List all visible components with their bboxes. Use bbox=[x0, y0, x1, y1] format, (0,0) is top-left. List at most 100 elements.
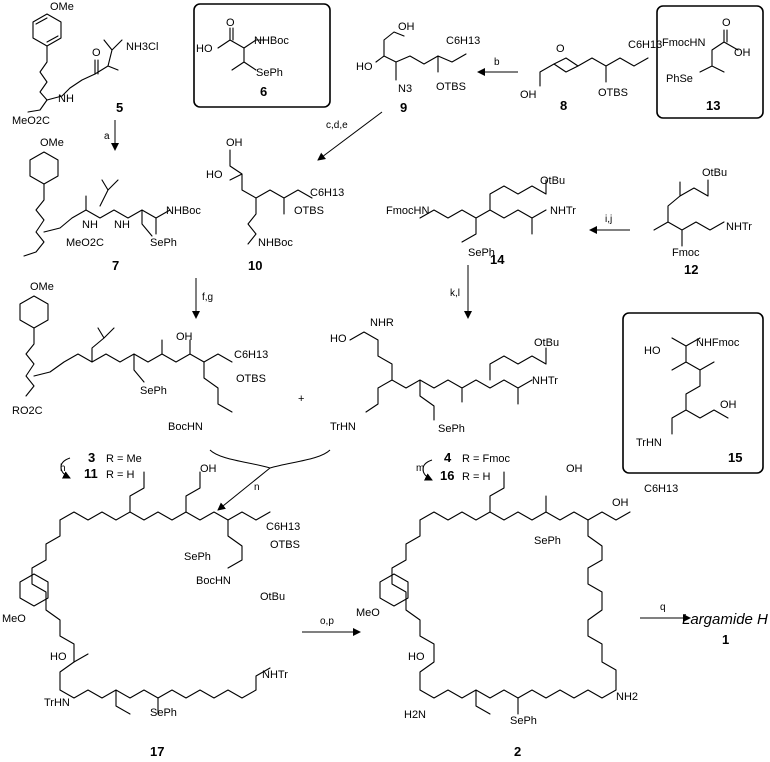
label-seph-17b: SePh bbox=[150, 707, 177, 719]
label-trhn-17: TrHN bbox=[44, 697, 70, 709]
label-oh-10a: OH bbox=[226, 137, 243, 149]
label-n3-9: N3 bbox=[398, 83, 412, 95]
label-nh-5: NH bbox=[58, 93, 74, 105]
compound-number-14: 14 bbox=[490, 252, 505, 267]
structure-10 bbox=[229, 149, 313, 245]
box-compound-13 bbox=[656, 5, 764, 119]
step-label-q: q bbox=[660, 602, 666, 613]
structure-3-11 bbox=[19, 295, 233, 413]
label-oh-17: OH bbox=[200, 463, 217, 475]
label-nhfmoc-15: NHFmoc bbox=[696, 337, 740, 349]
compound-number-12: 12 bbox=[684, 262, 698, 277]
label-c6h13-8: C6H13 bbox=[628, 39, 662, 51]
label-nh-7a: NH bbox=[82, 219, 98, 231]
compound-number-8: 8 bbox=[560, 98, 567, 113]
structure-13 bbox=[699, 29, 739, 73]
label-c6h13-3: C6H13 bbox=[234, 349, 268, 361]
structure-14 bbox=[419, 179, 547, 243]
structure-7 bbox=[23, 151, 171, 257]
compound-number-15: 15 bbox=[728, 450, 742, 465]
label-seph-4: SePh bbox=[438, 423, 465, 435]
structure-9 bbox=[375, 31, 467, 81]
structure-6 bbox=[217, 27, 267, 71]
label-nh-7b: NH bbox=[114, 219, 130, 231]
step-label-kl: k,l bbox=[450, 288, 460, 299]
label-oh-8: OH bbox=[520, 89, 537, 101]
step-label-cde: c,d,e bbox=[326, 120, 348, 131]
label-plus: + bbox=[298, 393, 304, 405]
label-seph-3: SePh bbox=[140, 385, 167, 397]
label-bochn-3: BocHN bbox=[168, 421, 203, 433]
arrow-m bbox=[422, 459, 433, 481]
structure-17 bbox=[19, 471, 271, 715]
label-o-6: O bbox=[226, 17, 235, 29]
label-otbs-8: OTBS bbox=[598, 87, 628, 99]
structure-15 bbox=[671, 337, 729, 435]
label-nh3cl-5: NH3Cl bbox=[126, 41, 158, 53]
step-label-op: o,p bbox=[320, 616, 334, 627]
label-ome-7: OMe bbox=[40, 137, 64, 149]
label-otbu-4: OtBu bbox=[534, 337, 559, 349]
step-label-m: m bbox=[416, 463, 424, 474]
label-ho-17: HO bbox=[50, 651, 67, 663]
label-seph-2a: SePh bbox=[534, 535, 561, 547]
label-nh2-2: NH2 bbox=[616, 691, 638, 703]
arrow-n bbox=[217, 467, 271, 511]
step-label-a: a bbox=[104, 131, 110, 142]
label-oh-15: OH bbox=[720, 399, 737, 411]
label-o-13: O bbox=[722, 17, 731, 29]
label-fmoc-12: Fmoc bbox=[672, 247, 700, 259]
label-c6h13-2: C6H13 bbox=[644, 483, 678, 495]
label-bochn-17: BocHN bbox=[196, 575, 231, 587]
compound-number-7: 7 bbox=[112, 258, 119, 273]
compound-number-13: 13 bbox=[706, 98, 720, 113]
label-h2n-2: H2N bbox=[404, 709, 426, 721]
label-ho-9: HO bbox=[356, 61, 373, 73]
label-nhtr-17: NHTr bbox=[262, 669, 288, 681]
label-ho-10: HO bbox=[206, 169, 223, 181]
label-otbu-14: OtBu bbox=[540, 175, 565, 187]
label-nhtr-14: NHTr bbox=[550, 205, 576, 217]
rgroup-16: R = H bbox=[462, 471, 490, 483]
label-oh-2a: OH bbox=[566, 463, 583, 475]
label-ome-3: OMe bbox=[30, 281, 54, 293]
compound-number-17: 17 bbox=[150, 744, 164, 759]
label-c6h13-10: C6H13 bbox=[310, 187, 344, 199]
step-label-ij: i,j bbox=[605, 214, 612, 225]
compound-number-9: 9 bbox=[400, 100, 407, 115]
reaction-arrows bbox=[60, 68, 691, 636]
rgroup-3: R = Me bbox=[106, 453, 142, 465]
label-ho-6: HO bbox=[196, 43, 213, 55]
compound-number-3: 3 bbox=[88, 450, 95, 465]
structure-12 bbox=[653, 179, 725, 247]
label-seph-7: SePh bbox=[150, 237, 177, 249]
label-nhr-4: NHR bbox=[370, 317, 394, 329]
label-nhboc-10: NHBoc bbox=[258, 237, 293, 249]
step-label-n: n bbox=[254, 482, 260, 493]
compound-number-10: 10 bbox=[248, 258, 262, 273]
label-ho-4: HO bbox=[330, 333, 347, 345]
label-otbs-17: OTBS bbox=[270, 539, 300, 551]
label-nhboc-7: NHBoc bbox=[166, 205, 201, 217]
label-seph-14: SePh bbox=[468, 247, 495, 259]
label-ro2c-3: RO2C bbox=[12, 405, 43, 417]
label-o-5: O bbox=[92, 47, 101, 59]
arrow-h bbox=[60, 457, 71, 479]
label-fmochn-14: FmocHN bbox=[386, 205, 429, 217]
label-ho-2: HO bbox=[408, 651, 425, 663]
label-meo-17: MeO bbox=[2, 613, 26, 625]
label-ho-15: HO bbox=[644, 345, 661, 357]
label-seph-2b: SePh bbox=[510, 715, 537, 727]
label-otbu-12: OtBu bbox=[702, 167, 727, 179]
rgroup-4: R = Fmoc bbox=[462, 453, 510, 465]
bracket-n bbox=[209, 449, 331, 469]
compound-number-4: 4 bbox=[444, 450, 452, 465]
label-nhboc-6: NHBoc bbox=[254, 35, 289, 47]
rgroup-11: R = H bbox=[106, 469, 134, 481]
compound-number-1: 1 bbox=[722, 632, 729, 647]
step-label-h: h bbox=[60, 463, 66, 474]
compound-number-6: 6 bbox=[260, 84, 267, 99]
label-trhn-15: TrHN bbox=[636, 437, 662, 449]
label-phse-13: PhSe bbox=[666, 73, 693, 85]
label-oh-3: OH bbox=[176, 331, 193, 343]
